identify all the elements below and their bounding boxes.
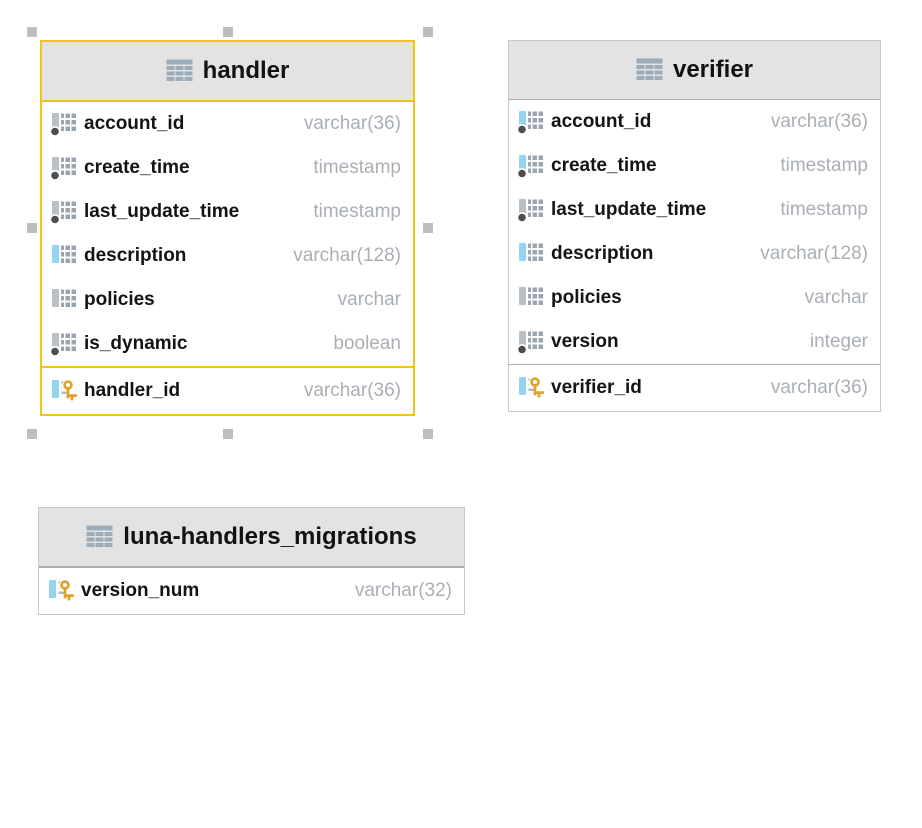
table-header[interactable]: handler xyxy=(42,42,413,102)
column-row[interactable]: description varchar(128) xyxy=(509,232,880,276)
column-icon xyxy=(50,331,78,357)
column-type: varchar(36) xyxy=(303,380,401,401)
column-name: description xyxy=(551,243,654,264)
primary-key-row[interactable]: version_num varchar(32) xyxy=(39,567,464,614)
column-type: varchar xyxy=(337,289,401,310)
column-type: timestamp xyxy=(313,157,401,178)
selection-handle[interactable] xyxy=(27,429,37,439)
selection-handle[interactable] xyxy=(27,27,37,37)
column-name: is_dynamic xyxy=(84,333,188,354)
column-icon xyxy=(50,111,78,137)
table-title: handler xyxy=(202,57,290,84)
column-row[interactable]: create_time timestamp xyxy=(509,144,880,188)
column-icon xyxy=(517,241,545,267)
column-type: varchar(32) xyxy=(354,580,452,601)
key-icon xyxy=(47,578,75,604)
column-icon xyxy=(517,329,545,355)
column-icon xyxy=(50,199,78,225)
column-row[interactable]: policies varchar xyxy=(509,276,880,320)
column-name: last_update_time xyxy=(84,201,240,222)
column-icon xyxy=(50,243,78,269)
column-name: version xyxy=(551,331,619,352)
column-type: timestamp xyxy=(780,199,868,220)
column-type: varchar(36) xyxy=(770,377,868,398)
selection-handle[interactable] xyxy=(27,223,37,233)
column-icon xyxy=(517,109,545,135)
column-row[interactable]: is_dynamic boolean xyxy=(42,322,413,366)
column-type: timestamp xyxy=(313,201,401,222)
column-row[interactable]: description varchar(128) xyxy=(42,234,413,278)
column-row[interactable]: last_update_time timestamp xyxy=(509,188,880,232)
table-title: verifier xyxy=(672,56,754,83)
table-node-luna-handlers_migrations[interactable]: luna-handlers_migrations version_num varch… xyxy=(38,507,465,615)
column-row[interactable]: account_id varchar(36) xyxy=(509,100,880,144)
column-type: varchar(128) xyxy=(293,245,401,266)
column-name: handler_id xyxy=(84,380,181,401)
table-node-verifier[interactable]: verifier account_id varchar(36) create_time… xyxy=(508,40,881,412)
column-icon xyxy=(517,197,545,223)
column-row[interactable]: version integer xyxy=(509,320,880,364)
column-name: verifier_id xyxy=(551,377,642,398)
column-icon xyxy=(517,153,545,179)
primary-key-row[interactable]: verifier_id varchar(36) xyxy=(509,364,880,411)
column-row[interactable]: last_update_time timestamp xyxy=(42,190,413,234)
selection-handle[interactable] xyxy=(423,223,433,233)
table-icon xyxy=(636,58,663,82)
column-type: varchar(36) xyxy=(303,113,401,134)
column-type: varchar xyxy=(804,287,868,308)
column-name: create_time xyxy=(551,155,657,176)
table-icon xyxy=(86,525,113,549)
key-icon xyxy=(50,378,78,404)
column-row[interactable]: account_id varchar(36) xyxy=(42,102,413,146)
column-type: boolean xyxy=(333,333,401,354)
table-header[interactable]: verifier xyxy=(509,41,880,100)
column-name: last_update_time xyxy=(551,199,707,220)
table-title: luna-handlers_migrations xyxy=(123,523,417,550)
column-icon xyxy=(517,285,545,311)
selection-handle[interactable] xyxy=(222,27,233,37)
column-name: description xyxy=(84,245,187,266)
selection-handle[interactable] xyxy=(423,429,433,439)
column-type: varchar(36) xyxy=(770,111,868,132)
primary-key-row[interactable]: handler_id varchar(36) xyxy=(42,366,413,414)
column-name: version_num xyxy=(81,580,200,601)
key-icon xyxy=(517,375,545,401)
column-type: timestamp xyxy=(780,155,868,176)
column-name: account_id xyxy=(551,111,652,132)
column-name: account_id xyxy=(84,113,185,134)
column-row[interactable]: create_time timestamp xyxy=(42,146,413,190)
column-name: create_time xyxy=(84,157,190,178)
column-icon xyxy=(50,287,78,313)
column-type: varchar(128) xyxy=(760,243,868,264)
column-name: policies xyxy=(551,287,622,308)
table-icon xyxy=(166,59,193,83)
table-header[interactable]: luna-handlers_migrations xyxy=(39,508,464,567)
selection-handle[interactable] xyxy=(222,429,233,439)
column-row[interactable]: policies varchar xyxy=(42,278,413,322)
column-name: policies xyxy=(84,289,155,310)
column-icon xyxy=(50,155,78,181)
column-type: integer xyxy=(809,331,868,352)
selection-handle[interactable] xyxy=(423,27,433,37)
